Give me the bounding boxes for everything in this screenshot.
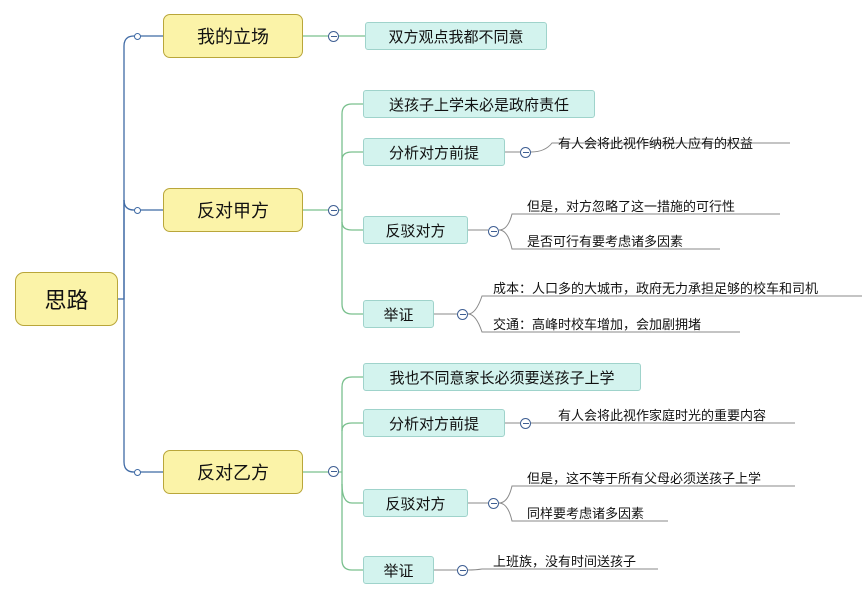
connector-line xyxy=(498,213,780,231)
topic-not-gov-responsibility[interactable]: 送孩子上学未必是政府责任 xyxy=(363,90,595,118)
topic-evidence-a[interactable]: 举证 xyxy=(363,300,434,328)
branch-my-position[interactable]: 我的立场 xyxy=(163,14,303,58)
topic-position-statement[interactable]: 双方观点我都不同意 xyxy=(365,22,547,50)
detail-office-workers[interactable]: 上班族，没有时间送孩子 xyxy=(493,554,637,570)
connector-line xyxy=(341,210,363,315)
connector-line xyxy=(123,299,163,473)
collapse-toggle-icon[interactable] xyxy=(328,466,339,477)
detail-many-factors[interactable]: 同样要考虑诸多因素 xyxy=(527,506,645,522)
collapse-toggle-icon[interactable] xyxy=(457,565,468,576)
detail-feasibility-factors[interactable]: 是否可行有要考虑诸多因素 xyxy=(527,234,684,250)
topic-disagree-parents[interactable]: 我也不同意家长必须要送孩子上学 xyxy=(363,363,641,391)
connector-line xyxy=(341,151,363,161)
connector-line xyxy=(118,35,163,300)
detail-family-time[interactable]: 有人会将此视作家庭时光的重要内容 xyxy=(558,408,767,424)
detail-cost[interactable]: 成本：人口多的大城市，政府无力承担足够的校车和司机 xyxy=(493,281,819,297)
connector-line xyxy=(123,199,163,211)
connector-line xyxy=(467,295,862,315)
collapse-toggle-icon[interactable] xyxy=(488,498,499,509)
topic-rebut-b[interactable]: 反驳对方 xyxy=(363,489,468,517)
connector-line xyxy=(498,229,720,250)
connector-line xyxy=(341,422,363,432)
detail-traffic[interactable]: 交通：高峰时校车增加，会加剧拥堵 xyxy=(493,317,702,333)
connector-line xyxy=(498,485,795,504)
root-node[interactable]: 思路 xyxy=(15,272,118,326)
collapse-toggle-icon[interactable] xyxy=(457,309,468,320)
collapse-toggle-icon[interactable] xyxy=(488,226,499,237)
collapse-toggle-icon[interactable] xyxy=(520,147,531,158)
topic-analyze-premise-a[interactable]: 分析对方前提 xyxy=(363,138,505,166)
collapse-toggle-icon[interactable] xyxy=(520,418,531,429)
branch-oppose-party-a[interactable]: 反对甲方 xyxy=(163,188,303,232)
detail-taxpayer-right[interactable]: 有人会将此视作纳税人应有的权益 xyxy=(558,136,754,152)
connector-line xyxy=(341,221,363,231)
connector-line xyxy=(341,483,363,504)
connector-line xyxy=(467,568,658,571)
topic-evidence-b[interactable]: 举证 xyxy=(363,556,434,584)
joint-dot xyxy=(134,469,141,476)
collapse-toggle-icon[interactable] xyxy=(328,31,339,42)
connector-line xyxy=(341,472,363,571)
detail-feasibility-ignored[interactable]: 但是，对方忽略了这一措施的可行性 xyxy=(527,199,736,215)
connector-line xyxy=(341,103,363,210)
branch-oppose-party-b[interactable]: 反对乙方 xyxy=(163,450,303,494)
joint-dot xyxy=(134,207,141,214)
connector-line xyxy=(341,376,363,472)
topic-rebut-a[interactable]: 反驳对方 xyxy=(363,216,468,244)
connector-line xyxy=(498,502,668,522)
connector-line xyxy=(530,142,790,153)
connector-line xyxy=(467,313,740,333)
collapse-toggle-icon[interactable] xyxy=(328,205,339,216)
detail-not-mandatory[interactable]: 但是，这不等于所有父母必须送孩子上学 xyxy=(527,471,762,487)
topic-analyze-premise-b[interactable]: 分析对方前提 xyxy=(363,409,505,437)
joint-dot xyxy=(134,33,141,40)
